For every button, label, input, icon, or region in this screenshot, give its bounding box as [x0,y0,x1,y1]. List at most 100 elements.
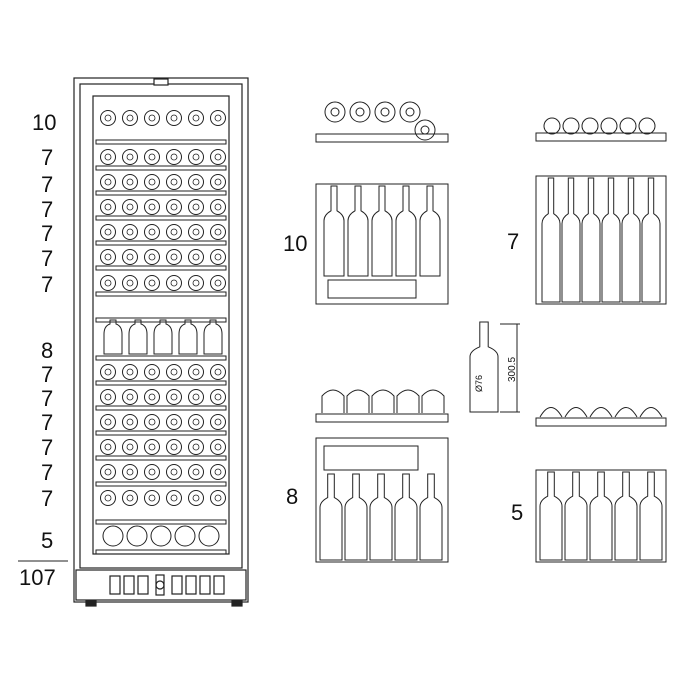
bottle-end [104,228,112,236]
bottle-end [192,418,200,426]
bottle-end [188,439,204,455]
bottle-end [192,468,200,476]
eight-rack-label: 8 [286,484,299,509]
bottle-end [122,249,138,265]
bottle-end [122,224,138,240]
bottle-end [104,468,112,476]
bottle-diameter-label: Ø76 [474,375,484,392]
bottle-end [192,443,200,451]
bottle-end [170,153,178,161]
bottle-end [174,525,196,547]
cabinet-shelf [95,430,227,436]
bottle-end [355,107,365,117]
bottle-end [166,414,182,430]
standing-bottle [128,319,148,355]
bottle-end [100,414,116,430]
bottle-end [414,119,436,141]
cabinet-shelf [95,549,227,555]
cabinet-shelf [95,215,227,221]
bottle-end [210,490,226,506]
bottle-end [144,389,160,405]
shelf-count-label: 5 [41,528,54,553]
lying-bottle [323,445,419,471]
bottle-end [166,389,182,405]
bottle-end [104,368,112,376]
bottle-end [104,494,112,502]
bottle-end [144,364,160,380]
bottle-end [104,114,112,122]
rack-bottle [369,473,393,561]
bottle-end [126,153,134,161]
bottle-end [144,414,160,430]
bottle-end [210,464,226,480]
bottle-end [148,253,156,261]
cabinet-shelf [95,190,227,196]
bottle-end [214,203,222,211]
bottle-end [210,149,226,165]
shelf-count-label: 7 [41,172,54,197]
bottle-end [192,279,200,287]
bottle-end [144,275,160,291]
bottle-end [166,110,182,126]
rack-bottle [589,471,613,561]
bottle-end [166,149,182,165]
rack-bottle [539,471,563,561]
shelf-count-label: 7 [41,145,54,170]
bottle-end [396,389,420,413]
bottle-end [148,418,156,426]
bottle-end [188,389,204,405]
bottle-end [420,125,430,135]
bottle-end [614,407,638,418]
bottle-end [100,364,116,380]
bottle-end [170,178,178,186]
ten-rack-front-view [315,183,449,305]
bottle-end [214,178,222,186]
bottle-end [188,149,204,165]
bottle-end [144,149,160,165]
bottle-end [148,368,156,376]
rack-bottle [394,473,418,561]
bottle-end [188,199,204,215]
rack-bottle [641,177,661,303]
bottle-end [100,439,116,455]
bottle-end [126,525,148,547]
bottle-end [564,407,588,418]
bottle-end [188,249,204,265]
standing-bottle [178,319,198,355]
bottle-end [126,228,134,236]
bottle-end [210,414,226,430]
bottle-end [100,199,116,215]
bottle-end [100,249,116,265]
bottle-end [166,224,182,240]
bottle-end [214,368,222,376]
bottle-end [210,249,226,265]
bottle-end [166,249,182,265]
bottle-end [148,153,156,161]
reference-bottle [469,321,499,413]
bottle-end [166,174,182,190]
bottle-end [148,203,156,211]
bottle-end [170,203,178,211]
bottle-end [210,275,226,291]
bottle-end [100,224,116,240]
seven-rack-top-view [535,132,667,142]
bottle-end [126,279,134,287]
rack-bottle [561,177,581,303]
cabinet-shelf [95,139,227,145]
rack-bottle [621,177,641,303]
shelf-count-label: 10 [32,110,57,135]
bottle-end [170,418,178,426]
shelf-count-label: 7 [41,362,54,387]
bottle-end [214,153,222,161]
bottle-end [104,153,112,161]
bottle-end [100,275,116,291]
bottle-end [104,178,112,186]
bottle-end [100,389,116,405]
bottle-end [589,407,613,418]
bottle-end [166,199,182,215]
eight-rack-front-view [315,437,449,563]
bottle-end [321,389,345,413]
standing-bottle [203,319,223,355]
bottle-end [214,228,222,236]
